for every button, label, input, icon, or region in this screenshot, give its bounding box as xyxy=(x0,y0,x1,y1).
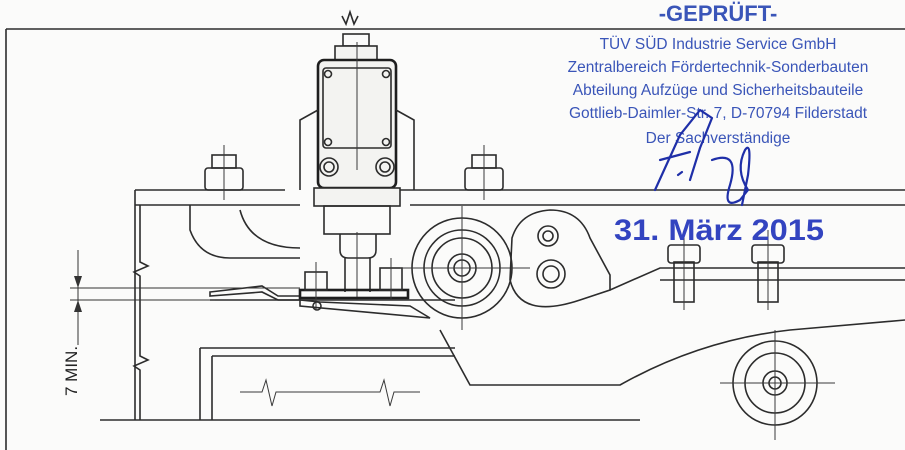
stamp-line-expert: Der Sachverständige xyxy=(646,130,791,147)
limit-switch xyxy=(299,9,415,300)
bolt-left xyxy=(204,145,244,200)
stamp-date: 31. März 2015 xyxy=(614,214,824,247)
bolt-right-2 xyxy=(751,230,785,310)
approval-stamp: -GEPRÜFT- TÜV SÜD Industrie Service GmbH… xyxy=(568,1,869,147)
frame-border xyxy=(5,28,905,450)
signature xyxy=(653,108,751,207)
bolt-middle xyxy=(464,145,504,200)
dimension-label: 7 MIN. xyxy=(62,346,81,396)
frame-body xyxy=(189,189,905,420)
dimension-7min xyxy=(70,250,300,345)
stamp-line-division: Zentralbereich Fördertechnik-Sonderbaute… xyxy=(568,59,869,76)
bolt-right-1 xyxy=(667,230,701,310)
stamp-line-department: Abteilung Aufzüge und Sicherheitsbauteil… xyxy=(573,82,863,99)
actuator-plate xyxy=(209,258,431,319)
stamp-line-company: TÜV SÜD Industrie Service GmbH xyxy=(600,35,837,53)
stamp-line-address: Gottlieb-Daimler-Str. 7, D-70794 Filders… xyxy=(569,105,868,122)
roller-lower xyxy=(720,330,835,440)
left-rail xyxy=(100,189,640,421)
roller-main xyxy=(400,206,530,330)
stamp-heading: -GEPRÜFT- xyxy=(659,1,778,26)
